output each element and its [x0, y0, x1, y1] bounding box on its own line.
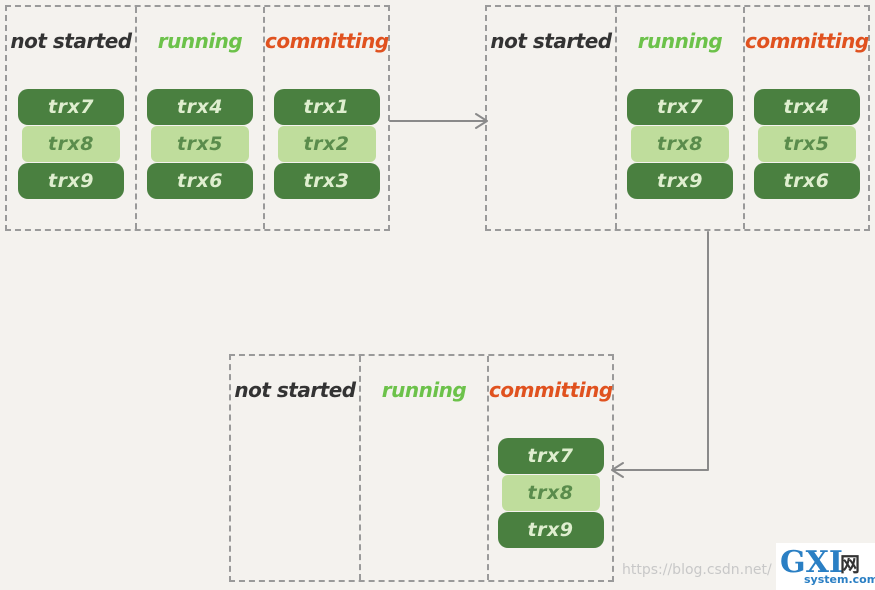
trx-block: trx4	[753, 89, 860, 125]
column-running: running	[359, 356, 487, 580]
column-not-started: not started	[231, 356, 359, 580]
column-label: running	[157, 29, 243, 53]
trx-block: trx8	[22, 126, 120, 162]
trx-block: trx5	[151, 126, 249, 162]
trx-block: trx5	[757, 126, 856, 162]
trx-block: trx3	[273, 163, 380, 199]
column-committing: committing trx7 trx8 trx9	[487, 356, 613, 580]
column-label: committing	[265, 29, 389, 53]
column-not-started: not started trx7 trx8 trx9	[7, 7, 135, 229]
trx-block: trx9	[18, 163, 124, 199]
watermark-text: https://blog.csdn.net/	[622, 562, 772, 578]
trx-stack: trx7 trx8 trx9	[627, 89, 733, 200]
trx-block: trx8	[501, 475, 600, 511]
trx-block: trx4	[147, 89, 253, 125]
logo-cn: 网	[840, 552, 860, 576]
trx-block: trx8	[631, 126, 729, 162]
column-label: not started	[234, 378, 356, 402]
column-not-started: not started	[487, 7, 615, 229]
trx-block: trx2	[277, 126, 376, 162]
trx-block: trx7	[18, 89, 124, 125]
trx-stack: trx4 trx5 trx6	[753, 89, 860, 200]
state-box-1: not started trx7 trx8 trx9 running trx4 …	[5, 5, 390, 231]
logo-sub: system.com	[804, 573, 875, 586]
trx-stack: trx7 trx8 trx9	[497, 438, 604, 549]
column-label: running	[381, 378, 467, 402]
column-label: not started	[490, 29, 612, 53]
column-label: not started	[10, 29, 132, 53]
trx-block: trx9	[627, 163, 733, 199]
trx-block: trx6	[147, 163, 253, 199]
arrow-state1-to-state2	[389, 113, 488, 129]
column-label: committing	[489, 378, 613, 402]
column-committing: committing trx1 trx2 trx3	[263, 7, 389, 229]
trx-stack: trx1 trx2 trx3	[273, 89, 380, 200]
column-label: running	[637, 29, 723, 53]
state-box-2: not started running trx7 trx8 trx9 commi…	[485, 5, 870, 231]
state-box-3: not started running committing trx7 trx8…	[229, 354, 614, 582]
site-logo: GXI 网 system.com	[776, 543, 875, 590]
trx-block: trx7	[497, 438, 604, 474]
column-running: running trx7 trx8 trx9	[615, 7, 743, 229]
logo-mark: GXI	[780, 545, 843, 580]
column-label: committing	[745, 29, 869, 53]
trx-stack: trx7 trx8 trx9	[18, 89, 124, 200]
column-running: running trx4 trx5 trx6	[135, 7, 263, 229]
column-committing: committing trx4 trx5 trx6	[743, 7, 869, 229]
trx-stack: trx4 trx5 trx6	[147, 89, 253, 200]
trx-block: trx6	[753, 163, 860, 199]
trx-block: trx1	[273, 89, 380, 125]
trx-block: trx9	[497, 512, 604, 548]
arrow-state2-to-state3	[611, 231, 709, 478]
trx-block: trx7	[627, 89, 733, 125]
